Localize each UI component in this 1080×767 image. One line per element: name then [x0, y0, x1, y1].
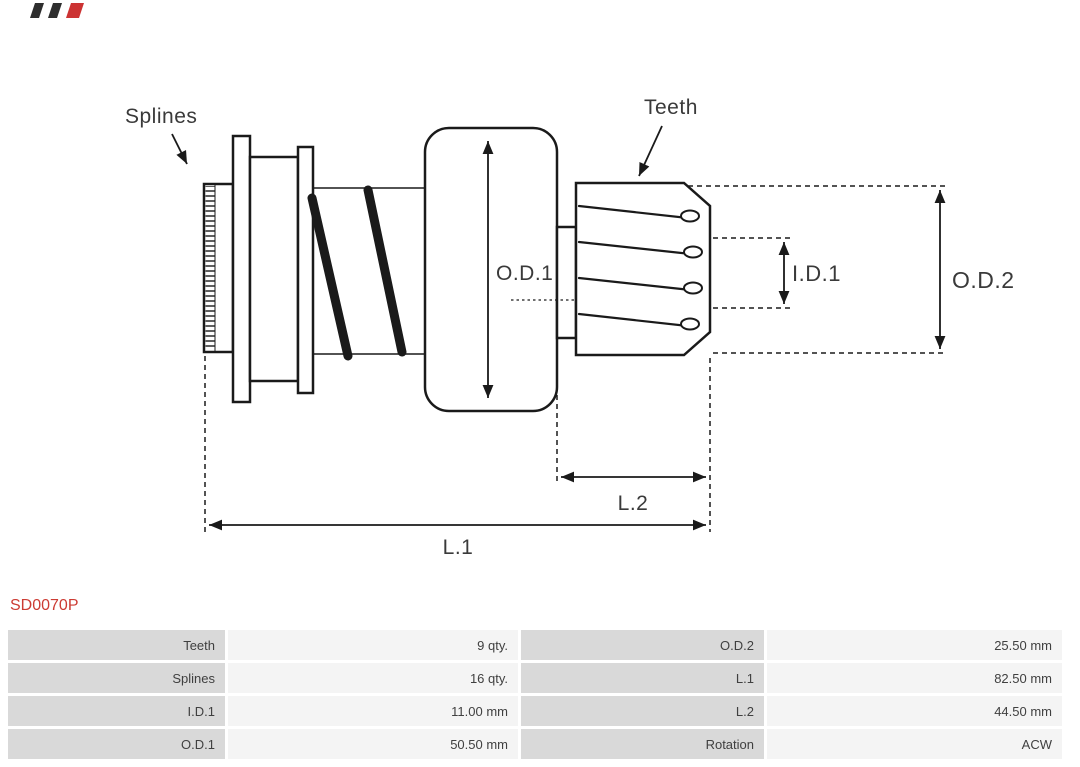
extension-lines — [204, 185, 946, 532]
hub — [248, 155, 300, 383]
as-pl-logo-icon — [30, 3, 84, 18]
part-number: SD0070P — [10, 597, 79, 614]
spec-label: Rotation — [521, 729, 764, 759]
spec-value: 82.50 mm — [767, 663, 1062, 693]
spec-label: L.1 — [521, 663, 764, 693]
spec-label: Teeth — [8, 630, 225, 660]
spec-label: O.D.1 — [8, 729, 225, 759]
spec-value: 9 qty. — [228, 630, 518, 660]
pinion-gear — [574, 181, 712, 357]
spec-value: 11.00 mm — [228, 696, 518, 726]
pinion-teeth — [577, 204, 703, 331]
spec-value: 50.50 mm — [228, 729, 518, 759]
spec-label: I.D.1 — [8, 696, 225, 726]
label-l1: L.1 — [443, 536, 474, 559]
label-od2: O.D.2 — [952, 267, 1015, 293]
brand-logo — [28, 3, 88, 23]
spec-value: 44.50 mm — [767, 696, 1062, 726]
technical-diagram: Splines Teeth O.D.1 I.D.1 O.D.2 L.2 L.1 — [125, 96, 1015, 559]
teeth-leader-arrow — [638, 125, 663, 177]
splines-leader-arrow — [171, 133, 188, 165]
dimension-arrows — [171, 125, 946, 531]
spec-table: Teeth 9 qty. O.D.2 25.50 mm Splines 16 q… — [8, 630, 1062, 759]
spec-value: ACW — [767, 729, 1062, 759]
label-splines: Splines — [125, 105, 197, 128]
spline-hatch-area — [205, 186, 215, 350]
label-od1: O.D.1 — [496, 262, 553, 285]
spec-value: 25.50 mm — [767, 630, 1062, 660]
spring-coils — [307, 185, 407, 361]
flange-disc-left — [231, 134, 252, 404]
drive-assembly-outline — [202, 126, 712, 413]
spec-label: Splines — [8, 663, 225, 693]
step-shaft — [555, 225, 578, 340]
label-id1: I.D.1 — [792, 261, 841, 286]
spec-label: O.D.2 — [521, 630, 764, 660]
label-l2: L.2 — [618, 492, 649, 515]
spec-value: 16 qty. — [228, 663, 518, 693]
label-teeth: Teeth — [644, 96, 698, 119]
flange-disc-right — [296, 145, 315, 395]
spec-label: L.2 — [521, 696, 764, 726]
